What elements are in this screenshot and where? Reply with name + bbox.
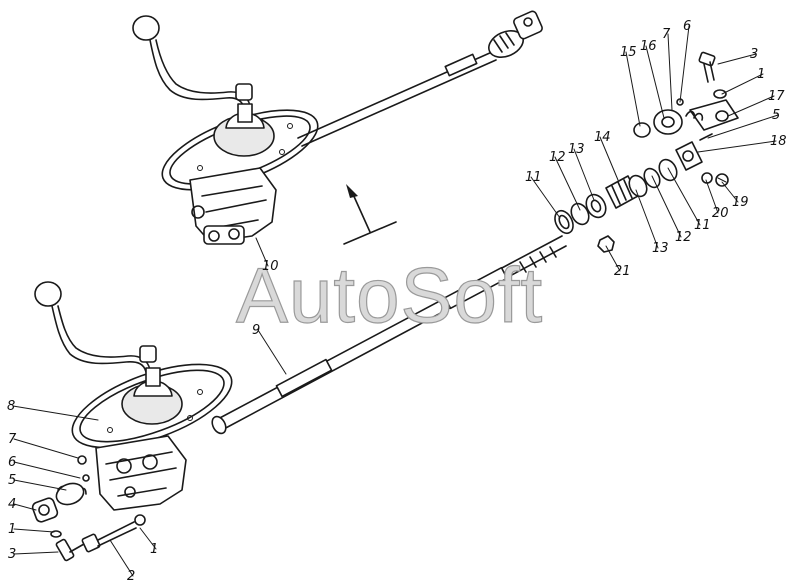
callout-leader-17: [727, 95, 775, 117]
callout-leader-3: [717, 53, 757, 65]
callout-label-12: 12: [675, 230, 692, 245]
callout-leader-20: [705, 179, 719, 214]
callout-label-14: 14: [594, 130, 611, 145]
right-exploded-parts: [633, 51, 739, 187]
callout-label-1: 1: [150, 542, 158, 557]
callout-label-6: 6: [8, 455, 16, 470]
callout-label-11: 11: [694, 218, 711, 233]
lower-shift-assembly: [34, 281, 233, 511]
callout-label-12: 12: [549, 150, 566, 165]
callout-leader-13: [635, 189, 659, 249]
callout-leader-21: [605, 245, 621, 272]
callout-leader-15: [625, 51, 641, 127]
callout-label-15: 15: [620, 45, 637, 60]
callout-label-17: 17: [768, 89, 785, 104]
callout-leader-14: [599, 136, 619, 181]
callout-leader-13: [573, 148, 595, 201]
callout-label-9: 9: [252, 323, 260, 338]
callout-label-21: 21: [614, 264, 631, 279]
callout-label-13: 13: [568, 142, 585, 157]
callout-leader-6: [679, 25, 690, 103]
upper-shift-rod: [297, 10, 543, 147]
shaft-seal-rings: [554, 158, 678, 253]
callout-leader-1: [139, 527, 157, 550]
callout-label-6: 6: [683, 19, 691, 34]
callout-leader-19: [721, 181, 739, 203]
callout-leader-1: [721, 73, 764, 95]
callout-leader-6: [13, 461, 81, 479]
callout-label-4: 4: [8, 497, 16, 512]
lower-left-fasteners: [31, 455, 146, 562]
callout-group: 1367161517518141312111312112019211098765…: [7, 19, 787, 584]
callout-leader-5: [707, 114, 779, 139]
callout-label-3: 3: [8, 547, 16, 562]
callout-leader-8: [12, 405, 99, 421]
callout-leader-5: [13, 479, 67, 491]
callout-label-20: 20: [712, 206, 729, 221]
callout-label-19: 19: [732, 195, 749, 210]
callout-leader-12: [651, 175, 682, 238]
callout-leader-18: [697, 140, 777, 153]
callout-label-13: 13: [652, 241, 669, 256]
callout-leader-7: [13, 438, 79, 459]
callout-leader-7: [667, 33, 673, 111]
callout-label-16: 16: [640, 39, 657, 54]
callout-label-7: 7: [662, 27, 671, 42]
callout-leader-11: [530, 176, 561, 219]
callout-label-7: 7: [8, 432, 17, 447]
callout-label-1: 1: [8, 522, 16, 537]
callout-leader-12: [554, 156, 581, 211]
callout-leader-16: [645, 45, 665, 119]
watermark-text: AutoSoft: [236, 251, 543, 339]
lower-shift-rod: [211, 235, 567, 435]
callout-leader-9: [257, 329, 287, 375]
callout-label-8: 8: [7, 399, 15, 414]
callout-label-1: 1: [757, 67, 765, 82]
callout-leader-4: [13, 503, 37, 511]
direction-arrow: [343, 184, 397, 245]
callout-leader-3: [13, 551, 59, 555]
callout-label-5: 5: [772, 108, 780, 123]
callout-leader-10: [255, 237, 269, 267]
callout-label-11: 11: [525, 170, 542, 185]
callout-label-2: 2: [127, 569, 135, 584]
callout-leader-2: [109, 539, 134, 577]
callout-leader-1: [13, 528, 55, 533]
callout-leader-11: [667, 167, 701, 226]
callout-label-18: 18: [770, 134, 787, 149]
callout-label-10: 10: [262, 259, 279, 274]
callout-label-5: 5: [8, 473, 16, 488]
upper-shift-assembly: [132, 15, 319, 245]
callout-label-3: 3: [750, 47, 758, 62]
